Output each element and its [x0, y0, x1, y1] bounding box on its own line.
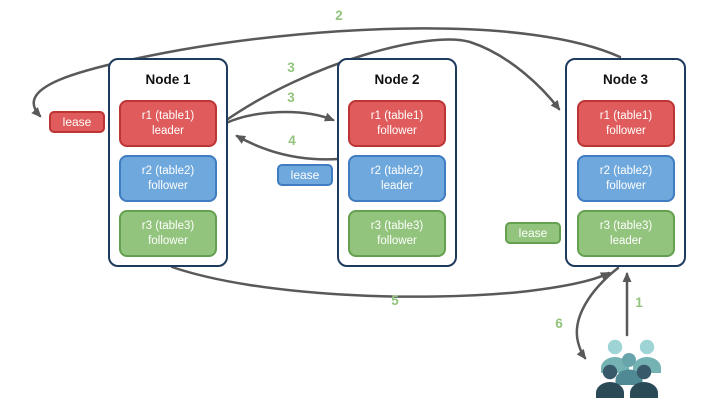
- replica-name: r3 (table3): [141, 219, 195, 232]
- step-3-label-lower: 3: [287, 90, 295, 105]
- replica-name: r2 (table2): [599, 164, 653, 177]
- step-6-arrow: [575, 266, 620, 360]
- lease-badge-node1-r1: lease: [49, 111, 105, 133]
- node-1-replica-r3: r3 (table3) follower: [119, 210, 217, 257]
- node-1-replica-r1: r1 (table1) leader: [119, 100, 217, 147]
- node-3: Node 3 r1 (table1) follower r2 (table2) …: [565, 58, 686, 267]
- step-2-label: 2: [335, 8, 343, 23]
- replica-role: follower: [148, 179, 188, 192]
- lease-badge-node3-r3: lease: [505, 222, 561, 244]
- replica-name: r1 (table1): [141, 109, 195, 122]
- node-2-title: Node 2: [374, 72, 420, 87]
- step-2-arrow: [31, 27, 622, 118]
- replica-name: r1 (table1): [599, 109, 653, 122]
- node-2-replica-r1: r1 (table1) follower: [348, 100, 446, 147]
- replica-role: follower: [148, 234, 188, 247]
- node-2-replica-r3: r3 (table3) follower: [348, 210, 446, 257]
- node-1-replica-r2: r2 (table2) follower: [119, 155, 217, 202]
- step-4-label: 4: [288, 133, 296, 148]
- step-1-label: 1: [635, 295, 643, 310]
- replica-role: leader: [610, 234, 642, 247]
- node-1-title: Node 1: [145, 72, 191, 87]
- node-3-replica-r3: r3 (table3) leader: [577, 210, 675, 257]
- replica-name: r3 (table3): [599, 219, 653, 232]
- step-3-label-upper: 3: [287, 60, 295, 75]
- replica-role: leader: [152, 124, 184, 137]
- node-2: Node 2 r1 (table1) follower r2 (table2) …: [337, 58, 457, 267]
- replica-role: follower: [377, 234, 417, 247]
- replica-role: leader: [381, 179, 413, 192]
- clients-people-icon: [596, 339, 661, 398]
- replica-name: r2 (table2): [370, 164, 424, 177]
- replica-role: follower: [377, 124, 417, 137]
- replica-name: r2 (table2): [141, 164, 195, 177]
- step-6-label: 6: [555, 316, 563, 331]
- step-5-arrow: [170, 265, 611, 298]
- node-3-replica-r2: r2 (table2) follower: [577, 155, 675, 202]
- lease-badge-node2-r2: lease: [277, 164, 333, 186]
- step-3-arrow-to-node2: [224, 110, 335, 125]
- node-3-replica-r1: r1 (table1) follower: [577, 100, 675, 147]
- replica-name: r3 (table3): [370, 219, 424, 232]
- replica-name: r1 (table1): [370, 109, 424, 122]
- node-1: Node 1 r1 (table1) leader r2 (table2) fo…: [108, 58, 228, 267]
- node-2-replica-r2: r2 (table2) leader: [348, 155, 446, 202]
- node-3-title: Node 3: [602, 72, 648, 87]
- step-5-label: 5: [391, 293, 399, 308]
- step-3-arrow-to-node3: [223, 38, 561, 123]
- replica-role: follower: [606, 179, 646, 192]
- replica-role: follower: [606, 124, 646, 137]
